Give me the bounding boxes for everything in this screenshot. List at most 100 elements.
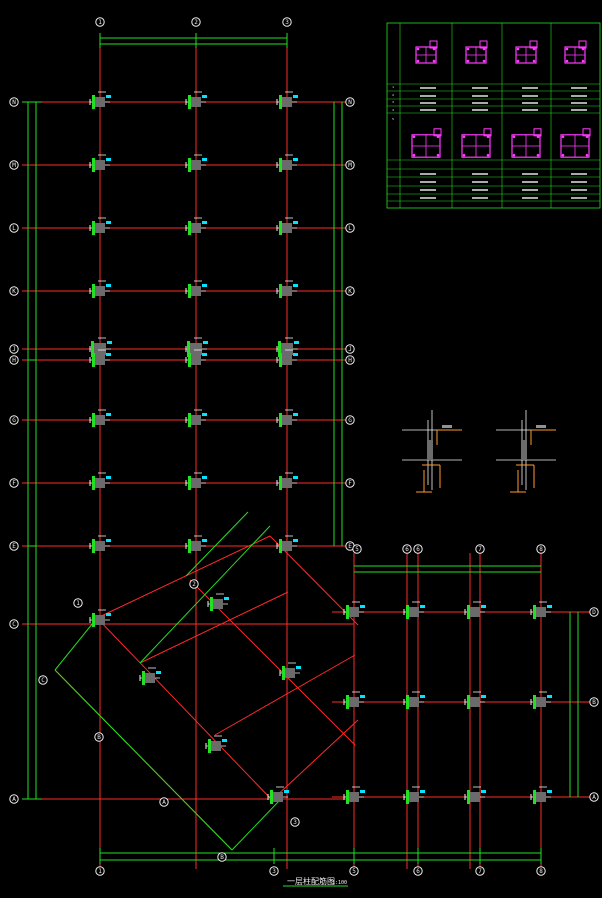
column (89, 337, 112, 357)
column-body (349, 607, 359, 617)
axis-bubble-wing-top-circle (413, 544, 423, 554)
axis-bubble-left-circle (9, 286, 19, 296)
column-rebar-mark (406, 790, 409, 804)
axis-bubble-diagonal-circle (217, 852, 227, 862)
axis-bubble-left-circle (9, 415, 19, 425)
column-tag (202, 284, 207, 287)
column-tag (360, 790, 365, 793)
schedule-cell-text (571, 173, 587, 175)
column (89, 91, 111, 109)
axis-bubble-right-circle (345, 160, 355, 170)
axis-bubble-left-circle (9, 97, 19, 107)
column-tag (202, 353, 207, 356)
column (276, 535, 298, 553)
column-body (95, 355, 105, 365)
column-body (282, 160, 292, 170)
axis-bubble-left-circle (9, 223, 19, 233)
column-tag (202, 95, 207, 98)
column-body (95, 615, 105, 625)
axis-bubble-top-label: 3 (285, 19, 289, 26)
column-tag (420, 605, 425, 608)
column-rebar-mark (92, 284, 95, 298)
column-rebar-mark (279, 221, 282, 235)
column-body (273, 792, 283, 802)
axis-bubble-left-label: A (12, 796, 16, 803)
column-rebar-mark (92, 95, 95, 109)
axis-bubble-top-label: 1 (98, 19, 102, 26)
column-rebar-mark (467, 695, 470, 709)
column-body (282, 223, 292, 233)
column-tag (106, 95, 111, 98)
axis-bubble-left-label: K (12, 288, 16, 295)
column (464, 786, 486, 804)
schedule-cell-text (420, 181, 436, 183)
column-body (282, 355, 292, 365)
column-body (191, 415, 201, 425)
schedule-bar-dot (412, 153, 416, 157)
axis-bubble-wing-top-label: 8 (539, 546, 543, 553)
column-rebar-mark (92, 613, 95, 627)
column (185, 535, 207, 553)
detail-b (496, 410, 556, 493)
schedule-row-label: 1 (392, 85, 394, 89)
axis-bubble-right-label: F (348, 480, 352, 487)
column-body (191, 223, 201, 233)
column (185, 91, 207, 109)
schedule-row-label: 3 (392, 100, 394, 104)
grid-line-diagonal (96, 535, 271, 619)
schedule-bar-dot (565, 59, 569, 63)
column-tag (106, 158, 111, 161)
dim-line-diagonal (139, 525, 271, 664)
column-tag (293, 221, 298, 224)
schedule-bar-dot (561, 135, 565, 139)
schedule-bar-dot (512, 153, 516, 157)
axis-bubble-wing-right-label: A (592, 794, 596, 801)
column-rebar-mark (467, 790, 470, 804)
column (89, 349, 111, 367)
column-body (191, 541, 201, 551)
column-rebar-mark (188, 476, 191, 490)
schedule-bar-dot (436, 153, 440, 157)
schedule-bar-dot (581, 59, 585, 63)
column-body (94, 343, 106, 355)
column-rebar-mark (92, 476, 95, 490)
axis-bubble-right-label: K (348, 288, 352, 295)
column-tag (293, 158, 298, 161)
schedule-cell-text (571, 181, 587, 183)
column (205, 735, 227, 753)
schedule-cell-text (522, 197, 538, 199)
column-tag (202, 476, 207, 479)
schedule-cell-text (571, 95, 587, 97)
schedule-cell-text (420, 197, 436, 199)
column (276, 154, 298, 172)
column (276, 280, 298, 298)
column-body (409, 607, 419, 617)
schedule-bar-dot (585, 135, 589, 139)
dim-line-diagonal (231, 799, 281, 851)
axis-bubble-bottom-circle (95, 866, 105, 876)
schedule-bar-dot (565, 47, 569, 51)
axis-bubble-right-label: J (348, 346, 352, 353)
schedule-cell-text (571, 109, 587, 111)
schedule-cell-text (420, 102, 436, 104)
column-tag (203, 341, 208, 344)
schedule-bar-dot (486, 153, 490, 157)
column-body (95, 415, 105, 425)
column-rebar-mark (91, 341, 94, 357)
axis-bubble-bottom-circle (413, 866, 423, 876)
axis-bubble-wing-top-label: 5 (355, 546, 359, 553)
column-body (470, 697, 480, 707)
axis-bubble-left-label: E (12, 543, 16, 550)
axis-bubble-bottom-circle (536, 866, 546, 876)
axis-bubble-left-label: F (12, 480, 16, 487)
column-tag (360, 605, 365, 608)
column (185, 337, 208, 357)
axis-bubble-diagonal-label: A (162, 799, 166, 806)
column-body (213, 599, 223, 609)
column-body (281, 343, 293, 355)
column-rebar-mark (92, 539, 95, 553)
column-rebar-mark (279, 158, 282, 172)
grid-line-diagonal (214, 654, 356, 736)
schedule-bar-dot (561, 153, 565, 157)
column-rebar-mark (188, 284, 191, 298)
